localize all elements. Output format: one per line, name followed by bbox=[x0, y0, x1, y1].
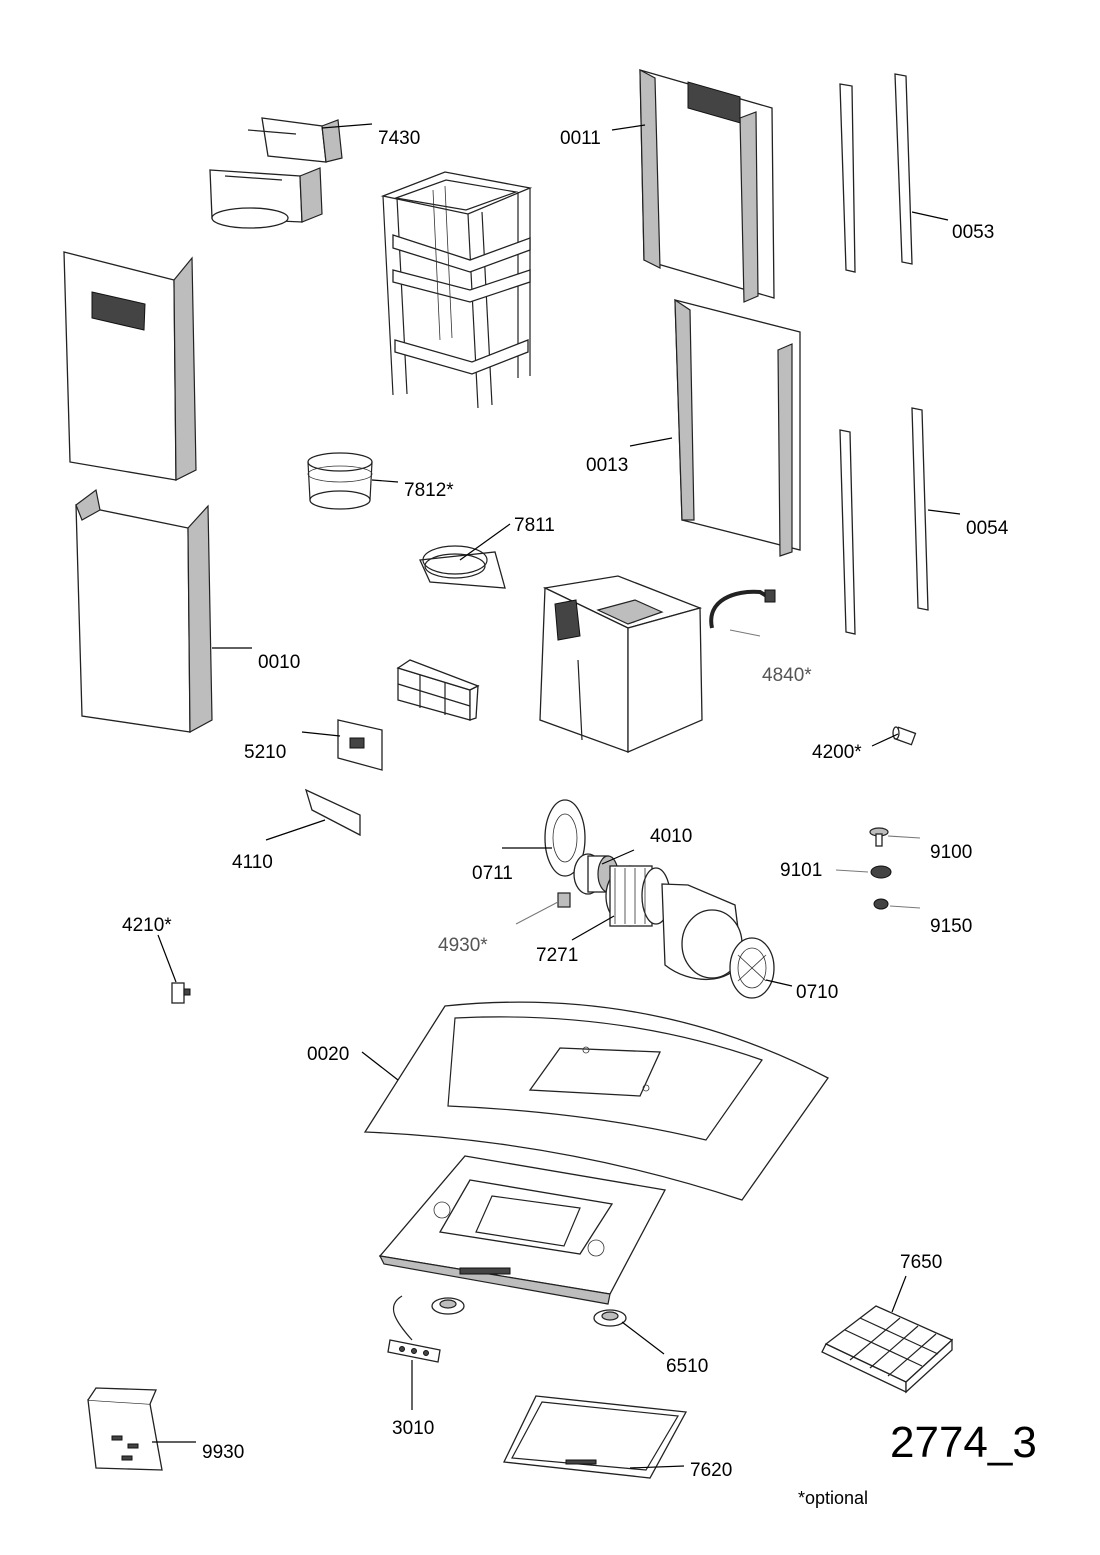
grease-filter-small-drawing bbox=[396, 659, 480, 721]
label-0710: 0710 bbox=[796, 982, 839, 1003]
diagram-id: 2774_3 bbox=[890, 1418, 1037, 1467]
label-5210: 5210 bbox=[244, 742, 287, 763]
label-3010: 3010 bbox=[392, 1418, 435, 1439]
part-7811-flange-drawing bbox=[419, 545, 506, 589]
label-0711: 0711 bbox=[472, 863, 513, 884]
part-4110-cover-drawing bbox=[304, 788, 361, 837]
motor-housing-box-drawing bbox=[539, 575, 703, 753]
part-5210-board-drawing bbox=[337, 719, 383, 771]
label-0053: 0053 bbox=[952, 222, 995, 243]
part-7271-impeller-drawing bbox=[605, 865, 671, 927]
part-4200-drawing bbox=[892, 726, 917, 746]
label-4210: 4210* bbox=[122, 915, 172, 936]
part-0710-grille-drawing bbox=[729, 937, 775, 999]
label-4930: 4930* bbox=[438, 935, 488, 956]
fan-scroll-housing-drawing bbox=[661, 883, 743, 981]
label-4110: 4110 bbox=[232, 852, 273, 873]
part-0010-chimney-lower-drawing bbox=[75, 488, 213, 734]
part-4840-cable-drawing bbox=[709, 589, 776, 629]
part-4210-drawing bbox=[171, 982, 191, 1004]
parts-9100-9101-9150-drawing bbox=[869, 827, 892, 910]
label-7811: 7811 bbox=[514, 515, 555, 536]
part-4010-motor-drawing bbox=[573, 853, 619, 895]
part-0013-chimney-drawing bbox=[674, 298, 801, 557]
part-7620-grease-filter-drawing bbox=[503, 1395, 688, 1479]
label-9101: 9101 bbox=[780, 860, 823, 881]
label-0010: 0010 bbox=[258, 652, 301, 673]
part-0053-strips-drawing bbox=[839, 73, 913, 273]
part-7650-charcoal-filter-drawing bbox=[821, 1305, 954, 1394]
part-0711-plate-drawing bbox=[544, 799, 586, 877]
part-0010-chimney-upper-drawing bbox=[63, 251, 197, 481]
part-3010-control-drawing bbox=[387, 1295, 441, 1363]
label-7812: 7812* bbox=[404, 480, 454, 501]
label-7430: 7430 bbox=[378, 128, 421, 149]
label-9100: 9100 bbox=[930, 842, 973, 863]
label-0011: 0011 bbox=[560, 128, 601, 149]
part-4930-capacitor-drawing bbox=[557, 892, 571, 908]
label-0054: 0054 bbox=[966, 518, 1009, 539]
part-0020-glass-canopy-drawing bbox=[363, 1001, 829, 1201]
label-9150: 9150 bbox=[930, 916, 973, 937]
label-0013: 0013 bbox=[586, 455, 629, 476]
label-6510: 6510 bbox=[666, 1356, 709, 1377]
hood-body-drawing bbox=[378, 1155, 666, 1305]
optional-footnote: *optional bbox=[798, 1488, 869, 1508]
label-4200: 4200* bbox=[812, 742, 862, 763]
part-0054-strips-drawing bbox=[839, 407, 929, 635]
label-7620: 7620 bbox=[690, 1460, 733, 1481]
label-7271: 7271 bbox=[536, 945, 579, 966]
label-7650: 7650 bbox=[900, 1252, 943, 1273]
part-0011-chimney-drawing bbox=[639, 68, 775, 303]
label-0020: 0020 bbox=[307, 1044, 350, 1065]
label-4840: 4840* bbox=[762, 665, 812, 686]
label-9930: 9930 bbox=[202, 1442, 245, 1463]
part-6510-lights-drawing bbox=[431, 1297, 627, 1327]
mounting-frame-drawing bbox=[380, 171, 533, 409]
leader-lines bbox=[152, 123, 961, 1469]
part-7812-ring-drawing bbox=[307, 452, 373, 510]
label-4010: 4010 bbox=[650, 826, 693, 847]
part-9930-hardware-bag-drawing bbox=[87, 1387, 163, 1471]
part-7430-duct-adapter-drawing bbox=[209, 117, 343, 229]
